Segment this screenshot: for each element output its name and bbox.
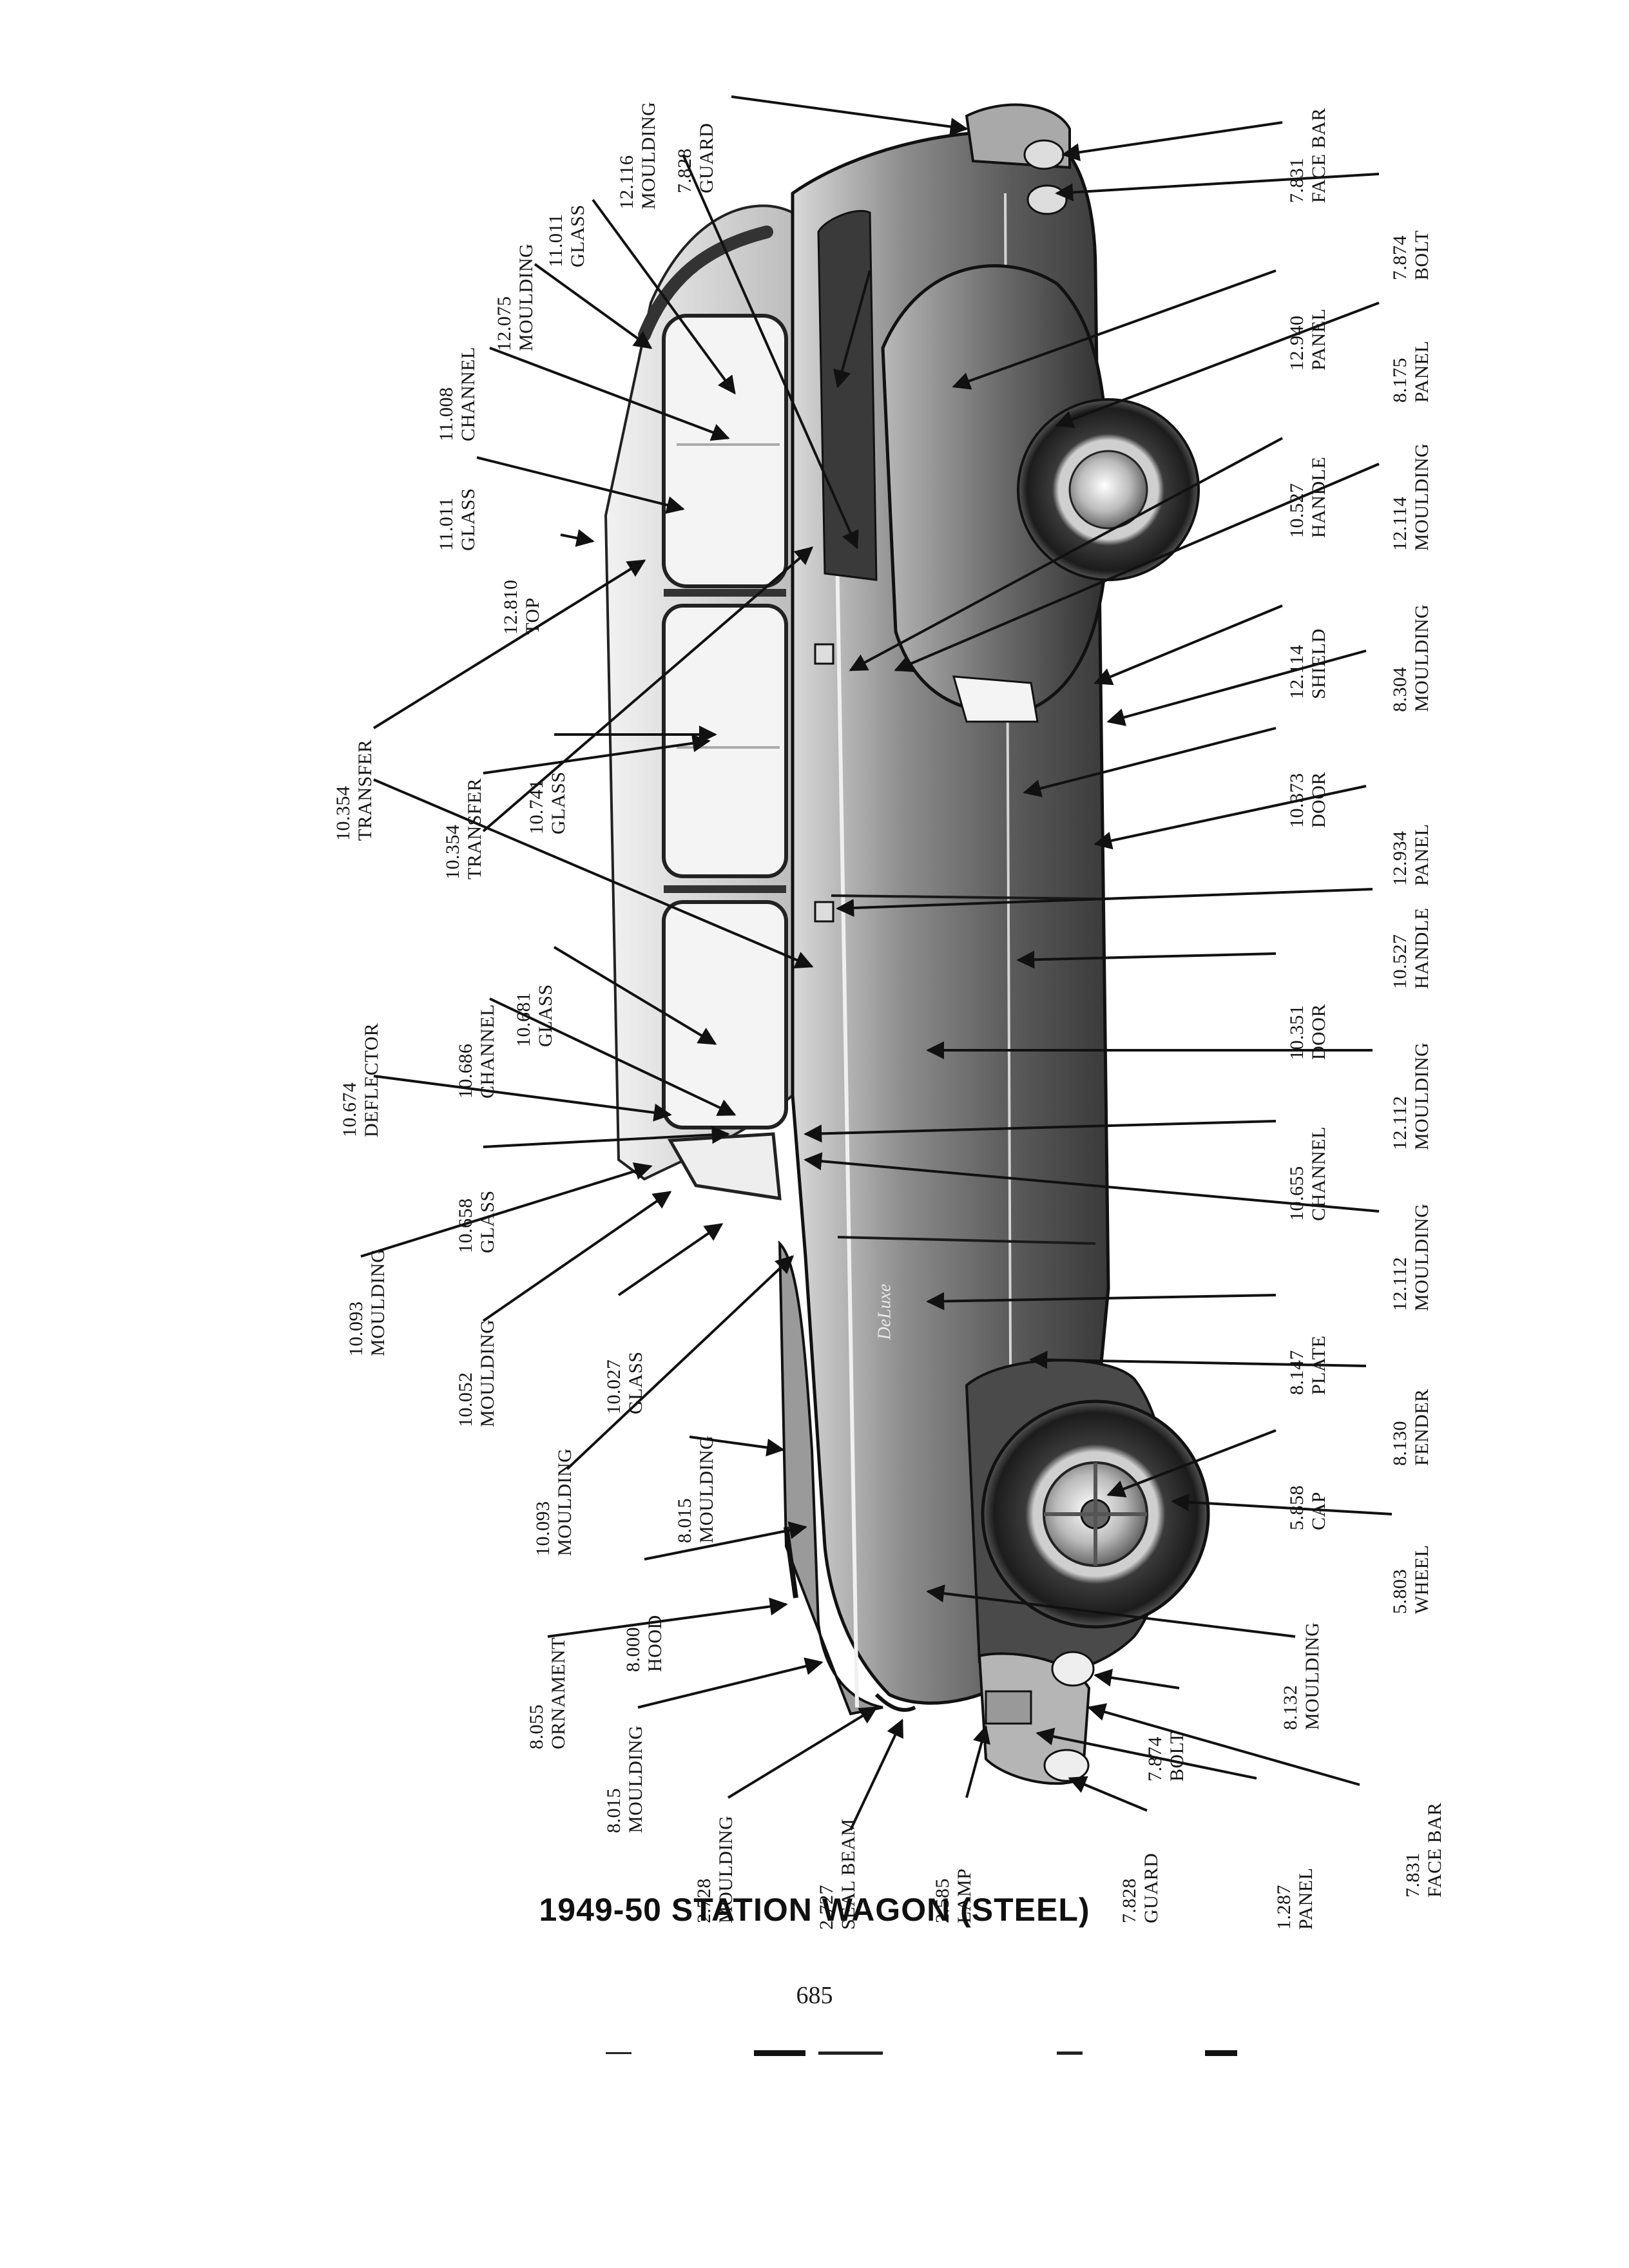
scan-artifact-strip: [606, 2050, 1237, 2056]
side-windows: [662, 314, 788, 1200]
leader-lines: [360, 95, 1393, 1831]
page-caption: 1949-50 STATION WAGON (STEEL): [539, 1892, 1090, 1928]
deluxe-script-nameplate: DeLuxe: [874, 1283, 895, 1340]
hood-ornament: [784, 1526, 798, 1599]
front-bumper: [874, 1651, 1095, 1785]
page-number: 685: [796, 1982, 833, 2009]
